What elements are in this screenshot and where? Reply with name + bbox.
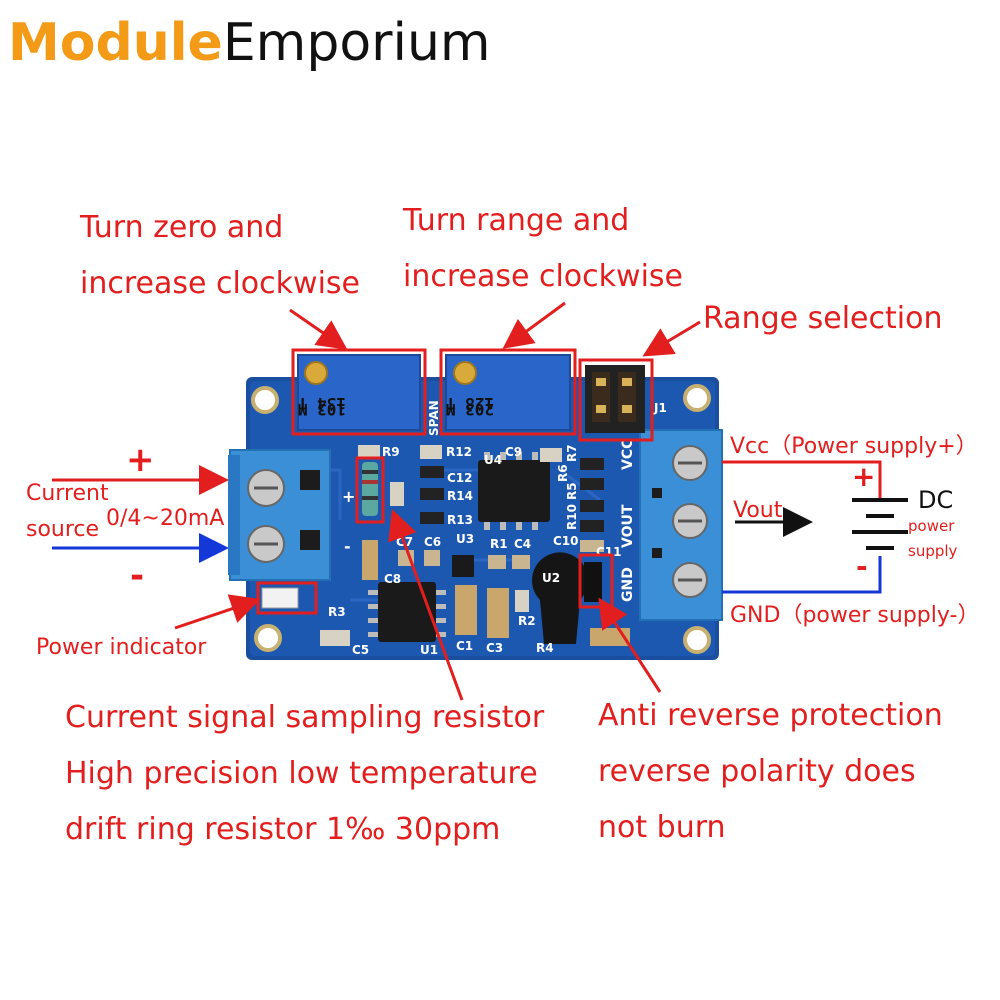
- pcb-silkscreen: R9 R12 C9 U4 C12 R14 R13 R6 R7 R5 R10 C1…: [328, 400, 667, 657]
- highlight-sampling-resistor: [355, 456, 385, 524]
- silk-label: C8: [384, 572, 401, 586]
- silk-label: U1: [420, 643, 438, 657]
- pot-marking: 103 M: [298, 400, 346, 419]
- dc-supply-symbol: [852, 498, 908, 550]
- silk-label: R10: [565, 504, 579, 530]
- silk-label: C3: [486, 641, 503, 655]
- callout-power-indicator: Power indicator: [36, 635, 207, 660]
- input-range-label: 0/4~20mA: [106, 506, 225, 531]
- output-gnd-label: GND（power supply-）: [730, 603, 980, 628]
- pot-marking: 203 M: [446, 400, 494, 419]
- silk-label: R9: [382, 445, 400, 459]
- mount-hole: [254, 624, 282, 652]
- passive-components: [320, 445, 630, 646]
- logo-brand: Module: [8, 13, 223, 73]
- callout-range: Turn range and increase clockwise: [403, 193, 683, 305]
- silk-label: C9: [505, 445, 522, 459]
- highlight-zero-pot: [291, 348, 427, 436]
- ic-u4: [478, 460, 550, 522]
- callout-sampling-line: Current signal sampling resistor: [65, 700, 545, 735]
- silk-label: R2: [518, 614, 536, 628]
- callout-range-line: increase clockwise: [403, 259, 683, 294]
- silk-label: U3: [456, 532, 474, 546]
- callout-zero: Turn zero and increase clockwise: [80, 200, 360, 312]
- silk-label: R6: [556, 464, 570, 482]
- callout-zero-line: Turn zero and: [80, 210, 284, 245]
- silk-label: GND: [620, 567, 636, 602]
- regulator-u2: [532, 552, 588, 644]
- silk-label: VCC: [620, 439, 636, 470]
- silk-label: R5: [565, 482, 579, 500]
- callout-anti-reverse-line: reverse polarity does: [598, 754, 916, 789]
- silk-label: VOUT: [620, 504, 636, 548]
- output-plus-sign: +: [852, 460, 876, 493]
- callout-anti-reverse-line: not burn: [598, 810, 726, 845]
- mount-hole: [683, 384, 711, 412]
- dc-label: DC: [918, 486, 954, 514]
- silk-label: SPAN: [427, 400, 441, 436]
- supply-label: supply: [908, 542, 958, 560]
- callout-zero-line: increase clockwise: [80, 266, 360, 301]
- input-current-label: Current: [26, 481, 109, 506]
- callout-sampling-resistor: Current signal sampling resistor High pr…: [65, 690, 544, 858]
- mount-hole: [683, 626, 711, 654]
- ic-u3: [452, 555, 474, 577]
- output-vcc-label: Vcc（Power supply+）: [730, 434, 978, 459]
- callout-sampling-line: drift ring resistor 1‰ 30ppm: [65, 812, 501, 847]
- silk-label: C10: [553, 534, 579, 548]
- highlight-span-pot: [439, 348, 577, 436]
- callout-anti-reverse: Anti reverse protection reverse polarity…: [598, 688, 943, 856]
- ic-u1: [378, 582, 436, 642]
- logo-rest: Emporium: [222, 13, 491, 73]
- silk-label: C6: [424, 535, 441, 549]
- callout-sampling-line: High precision low temperature: [65, 756, 538, 791]
- callout-range-line: Turn range and: [403, 203, 630, 238]
- sampling-resistor: [362, 462, 378, 516]
- silk-label: +: [342, 487, 355, 506]
- silk-label: R13: [447, 513, 473, 527]
- output-minus-sign: -: [856, 550, 868, 583]
- pot-marking: 128 T: [446, 394, 494, 413]
- power-label: power: [908, 517, 955, 535]
- silk-label: C4: [514, 537, 531, 551]
- silk-label: R14: [447, 489, 473, 503]
- silk-label: C12: [447, 471, 473, 485]
- silk-label: U2: [542, 571, 560, 585]
- highlight-protection-diode: [578, 553, 614, 609]
- silk-label: C1: [456, 639, 473, 653]
- silk-label: R12: [446, 445, 472, 459]
- input-minus-sign: -: [130, 556, 145, 596]
- input-source-label: source: [26, 517, 100, 542]
- input-plus-sign: +: [126, 440, 155, 480]
- silk-label: R1: [490, 537, 508, 551]
- input-terminal-block: [229, 449, 331, 581]
- silk-label: C5: [352, 643, 369, 657]
- silk-label: R7: [565, 444, 579, 462]
- silk-label: R4: [536, 641, 554, 655]
- mount-hole: [251, 386, 279, 414]
- output-vout-label: Vout: [733, 498, 783, 523]
- pot-marking: 134 T: [298, 394, 346, 413]
- silk-label: J1: [653, 401, 667, 415]
- silk-label: C11: [596, 545, 622, 559]
- callout-range-selection: Range selection: [703, 301, 943, 336]
- silk-label: U4: [484, 453, 502, 467]
- callout-anti-reverse-line: Anti reverse protection: [598, 698, 943, 733]
- silk-label: R3: [328, 605, 346, 619]
- brand-logo: ModuleEmporium: [8, 8, 491, 78]
- silk-label: -: [344, 537, 351, 556]
- highlight-jumper: [578, 358, 654, 442]
- power-led: [261, 587, 299, 609]
